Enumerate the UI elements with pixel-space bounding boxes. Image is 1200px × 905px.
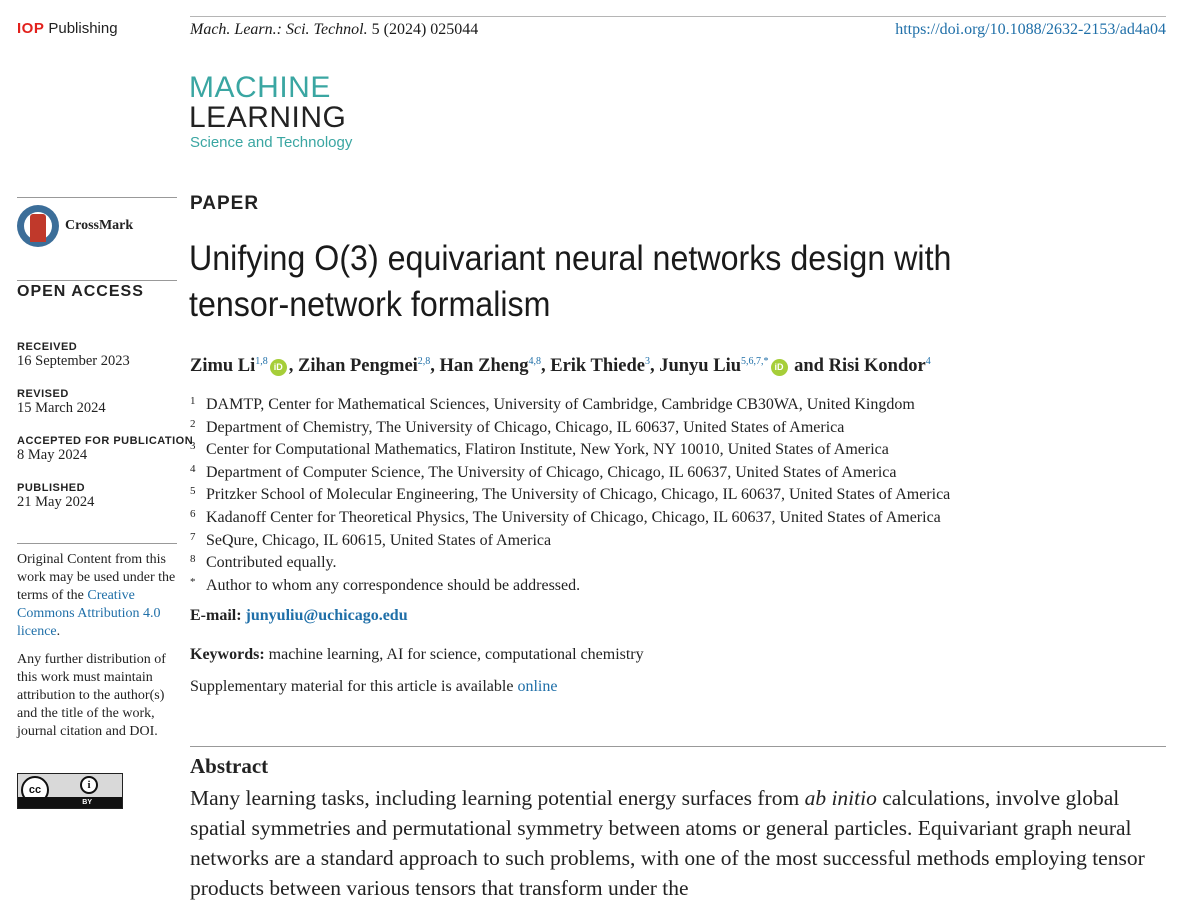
crossmark-label: CrossMark — [65, 218, 134, 233]
cc-by-label: BY — [18, 797, 122, 808]
author-name[interactable]: Zimu Li — [190, 356, 256, 377]
sidebar-rule-top — [17, 197, 177, 198]
sidebar-rule-mid — [17, 280, 177, 281]
date-value: 8 May 2024 — [17, 447, 88, 463]
affiliation-item: *Author to whom any correspondence shoul… — [190, 575, 581, 594]
author-affil[interactable]: 3 — [644, 356, 650, 367]
date-label: ACCEPTED FOR PUBLICATION — [17, 435, 194, 447]
email-label: E-mail: — [190, 607, 242, 624]
date-revised: REVISED 15 March 2024 — [17, 388, 106, 417]
date-value: 16 September 2023 — [17, 353, 130, 369]
author-name[interactable]: Zihan Pengmei — [298, 356, 418, 377]
sidebar-rule-license — [17, 543, 177, 544]
crossmark-icon — [17, 205, 59, 247]
orcid-icon[interactable]: iD — [770, 359, 788, 377]
date-label: REVISED — [17, 388, 69, 400]
keywords-label: Keywords: — [190, 646, 265, 663]
distribution-text: Any further distribution of this work mu… — [17, 652, 166, 739]
article-title: Unifying O(3) equivariant neural network… — [189, 239, 952, 324]
author-affil[interactable]: 5,6,7,* — [741, 356, 769, 367]
supplementary-text: Supplementary material for this article … — [190, 678, 514, 695]
author-name[interactable]: Erik Thiede — [550, 356, 645, 377]
cc-licence-link[interactable]: Creative Commons Attribution 4.0 licence — [17, 588, 161, 639]
orcid-icon[interactable]: iD — [269, 359, 287, 377]
date-accepted: ACCEPTED FOR PUBLICATION 8 May 2024 — [17, 435, 193, 464]
date-published: PUBLISHED 21 May 2024 — [17, 482, 94, 511]
doi-link[interactable]: https://doi.org/10.1088/2632-2153/ad4a04 — [895, 21, 1166, 38]
author-affil[interactable]: 4 — [925, 356, 931, 367]
journal-citation: Mach. Learn.: Sci. Technol. 5 (2024) 025… — [190, 21, 478, 39]
keywords-value: machine learning, AI for science, comput… — [268, 646, 644, 663]
article-type: PAPER — [190, 193, 260, 214]
abstract-heading: Abstract — [190, 754, 269, 778]
date-value: 21 May 2024 — [17, 494, 95, 510]
header-rule — [190, 16, 1166, 17]
date-value: 15 March 2024 — [17, 400, 106, 416]
journal-details: 5 (2024) 025044 — [371, 21, 479, 38]
journal-logo-line1: MACHINE — [189, 71, 331, 104]
crossmark-button[interactable]: CrossMark — [17, 205, 133, 247]
cc-by-badge[interactable]: cc i BY — [17, 773, 123, 809]
supplementary-line: Supplementary material for this article … — [190, 678, 557, 696]
date-label: RECEIVED — [17, 341, 78, 353]
author-affil[interactable]: 4,8 — [528, 356, 541, 367]
supplementary-link[interactable]: online — [517, 678, 558, 695]
date-label: PUBLISHED — [17, 482, 86, 494]
keywords-line: Keywords: machine learning, AI for scien… — [190, 646, 644, 664]
date-received: RECEIVED 16 September 2023 — [17, 341, 130, 370]
author-name[interactable]: Han Zheng — [439, 356, 529, 377]
abstract-rule — [190, 746, 1166, 747]
author-list: Zimu Li1,8iD, Zihan Pengmei2,8, Han Zhen… — [190, 356, 931, 377]
attribution-icon: i — [80, 776, 98, 794]
open-access-label: OPEN ACCESS — [17, 283, 144, 300]
email-line: E-mail: junyuliu@uchicago.edu — [190, 607, 408, 625]
email-link[interactable]: junyuliu@uchicago.edu — [245, 607, 408, 624]
author-affil[interactable]: 2,8 — [417, 356, 431, 367]
publisher-brand: IOP — [17, 20, 45, 37]
author-name[interactable]: Risi Kondor — [828, 356, 926, 377]
journal-logo-line3: Science and Technology — [190, 134, 353, 151]
author-name[interactable]: Junyu Liu — [659, 356, 741, 377]
abstract-text: Many learning tasks, including learning … — [190, 786, 1145, 900]
journal-logo-line2: LEARNING — [189, 101, 347, 134]
publisher-word: Publishing — [48, 20, 118, 37]
author-affil[interactable]: 1,8 — [255, 356, 268, 367]
license-text: Original Content from this work may be u… — [17, 552, 176, 639]
journal-name: Mach. Learn.: Sci. Technol. — [190, 21, 368, 38]
